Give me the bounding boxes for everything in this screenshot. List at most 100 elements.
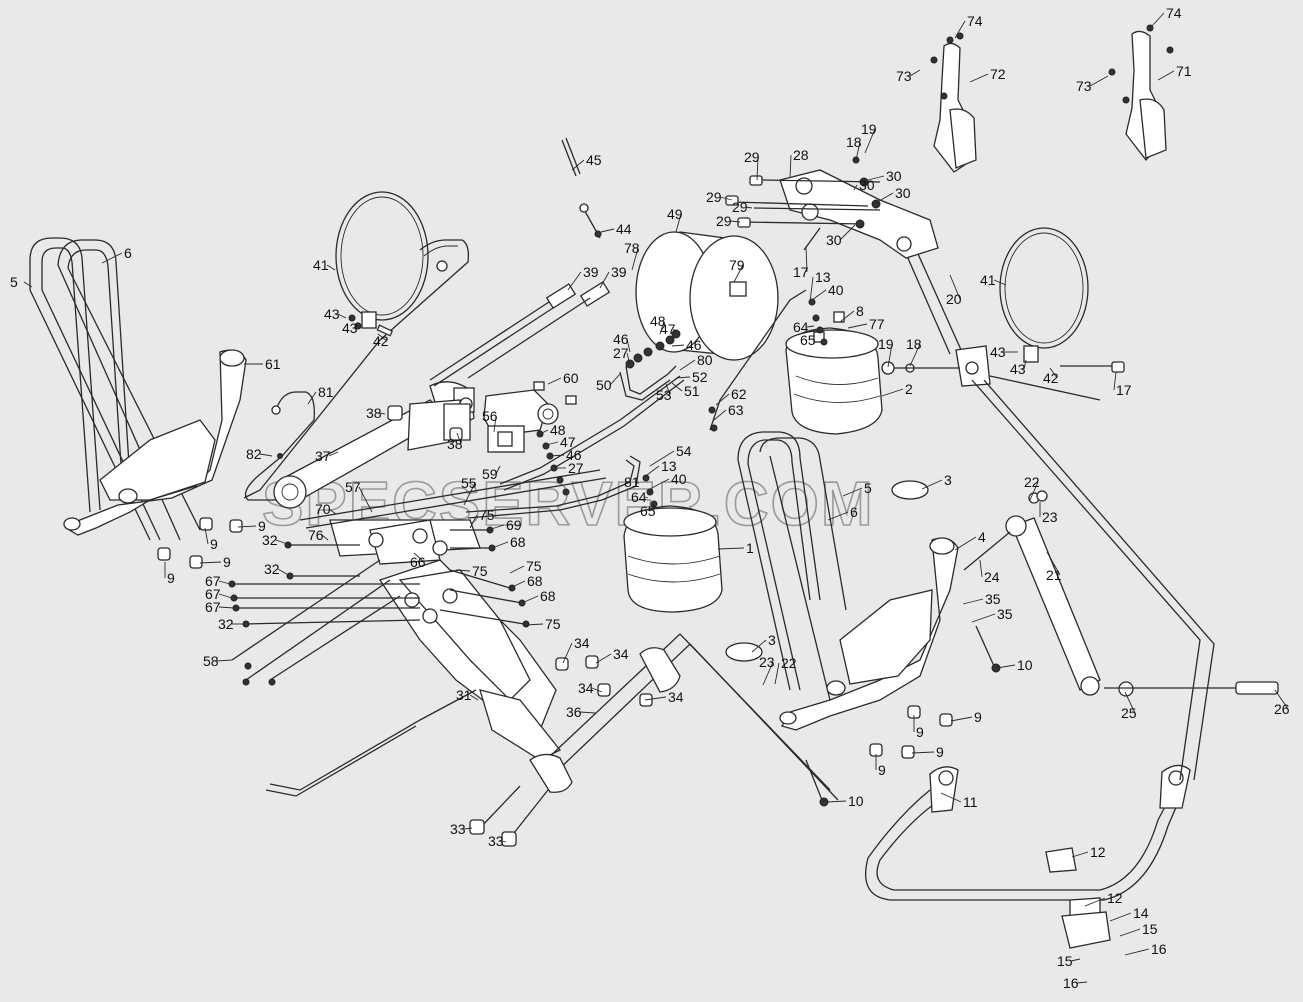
callout-number: 29	[744, 149, 760, 165]
callout-leader	[469, 694, 479, 701]
callout-leader	[487, 524, 505, 531]
callout-number: 54	[676, 443, 692, 459]
callout-leader	[839, 310, 855, 323]
callout-number: 17	[793, 264, 809, 280]
callout-number: 13	[661, 458, 677, 474]
callout-number: 75	[545, 616, 561, 632]
callout-leader	[806, 325, 815, 328]
callout-number: 39	[583, 264, 599, 280]
callout-number: 5	[10, 274, 18, 290]
callout-number: 6	[124, 245, 132, 261]
callout-number: 74	[1166, 5, 1182, 21]
callout-leader	[847, 323, 868, 329]
callout-number: 76	[308, 527, 324, 543]
callout-number: 29	[706, 189, 722, 205]
callout-leader	[571, 159, 585, 171]
callout-number: 9	[974, 709, 982, 725]
callout-leader	[949, 274, 961, 300]
upper-torque-rod	[899, 235, 1215, 781]
air-spring-upper	[785, 311, 883, 435]
callout-leader	[855, 141, 861, 161]
callout-number: 61	[265, 356, 281, 372]
callout-number: 57	[345, 479, 361, 495]
callout-number: 5	[864, 480, 872, 496]
callout-leader	[521, 595, 539, 604]
callout-leader	[751, 639, 767, 653]
callout-number: 38	[447, 436, 463, 452]
callout-number: 36	[566, 704, 582, 720]
callout-leader	[805, 245, 808, 273]
callout-leader	[1113, 371, 1117, 391]
callout-number: 10	[1017, 657, 1033, 673]
callout-leader	[547, 377, 562, 385]
callout-number: 48	[650, 313, 666, 329]
air-reservoir	[635, 231, 779, 361]
callout-number: 33	[488, 833, 504, 849]
callout-number: 34	[574, 635, 590, 651]
callout-leader	[1070, 958, 1081, 962]
callout-leader	[649, 478, 670, 490]
callout-number: 50	[596, 377, 612, 393]
callout-number: 43	[342, 320, 358, 336]
callout-number: 46	[613, 331, 629, 347]
callout-leader	[199, 561, 222, 564]
callout-leader	[993, 279, 1007, 286]
callout-number: 67	[205, 599, 221, 615]
callout-leader	[675, 213, 682, 233]
callout-number: 18	[906, 336, 922, 352]
stabilizer-bar	[864, 764, 1191, 949]
callout-number: 77	[869, 316, 885, 332]
callout-leader	[827, 800, 847, 803]
valve-block	[483, 381, 577, 453]
callout-leader	[719, 196, 733, 201]
callout-number: 22	[781, 655, 797, 671]
callout-number: 41	[980, 272, 996, 288]
callout-leader	[626, 338, 631, 353]
callout-leader	[216, 659, 233, 662]
callout-leader	[1089, 75, 1109, 87]
callout-number: 43	[324, 306, 340, 322]
callout-number: 23	[759, 654, 775, 670]
callout-number: 15	[1057, 953, 1073, 969]
callout-number: 49	[667, 206, 683, 222]
callout-number: 70	[315, 501, 331, 517]
callout-leader	[1029, 481, 1039, 501]
callout-leader	[545, 441, 559, 446]
callout-number: 18	[846, 134, 862, 150]
spring-caps	[725, 480, 929, 662]
callout-leader	[377, 333, 388, 342]
callout-number: 39	[611, 264, 627, 280]
callout-number: 75	[472, 563, 488, 579]
left-air-pipe	[244, 391, 315, 501]
callout-number: 65	[800, 332, 816, 348]
callout-number: 9	[916, 724, 924, 740]
callout-leader	[881, 388, 904, 397]
callout-leader	[23, 281, 33, 288]
callout-number: 19	[861, 121, 877, 137]
callout-leader	[842, 487, 863, 497]
callout-leader	[911, 751, 935, 754]
callout-number: 55	[461, 475, 477, 491]
callout-leader	[328, 451, 339, 457]
callout-number: 24	[984, 569, 1000, 585]
callout-number: 33	[450, 821, 466, 837]
callout-leader	[644, 496, 649, 499]
callout-leader	[839, 224, 856, 241]
callout-leader	[774, 662, 780, 685]
callout-number: 46	[566, 447, 582, 463]
callout-leader	[853, 184, 858, 191]
callout-number: 6	[850, 504, 858, 520]
callout-number: 29	[732, 199, 748, 215]
torque-rod	[273, 381, 475, 509]
callout-leader	[671, 344, 685, 347]
callout-leader	[463, 482, 476, 506]
callout-number: 52	[692, 369, 708, 385]
callout-number: 9	[936, 744, 944, 760]
callout-leader	[321, 534, 329, 541]
callout-leader	[463, 827, 473, 830]
callout-leader	[562, 642, 573, 664]
callout-number: 9	[167, 570, 175, 586]
callout-number: 71	[1176, 63, 1192, 79]
callout-leader	[509, 565, 525, 574]
